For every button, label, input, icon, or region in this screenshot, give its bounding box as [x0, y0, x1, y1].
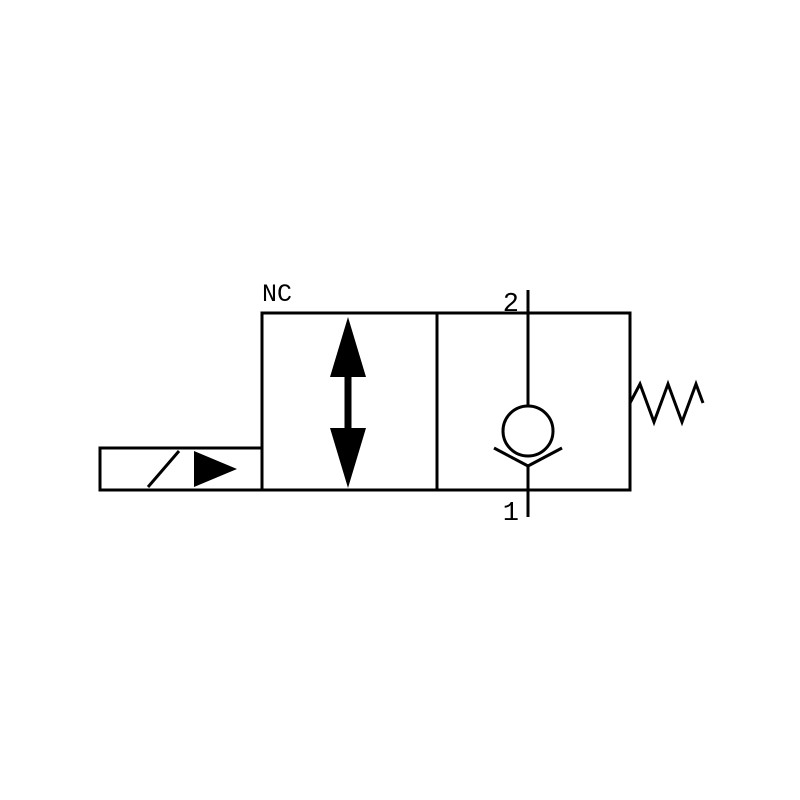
- spring-return-icon: [628, 379, 705, 427]
- valve-schematic: [98, 290, 705, 517]
- solenoid-actuator-icon: [98, 446, 264, 492]
- flow-arrow-head-up: [330, 317, 366, 377]
- flow-arrow-head-down: [330, 428, 366, 488]
- solenoid-slash: [146, 450, 181, 488]
- solenoid-coil-box: [98, 446, 264, 492]
- nc-label: NC: [262, 280, 292, 309]
- port-2-label: 2: [503, 290, 519, 320]
- solenoid-arrow: [194, 451, 237, 487]
- check-valve-icon: [493, 290, 563, 517]
- flow-arrow-icon: [330, 317, 366, 488]
- port-1-label: 1: [503, 499, 519, 529]
- check-valve-ball: [501, 404, 555, 458]
